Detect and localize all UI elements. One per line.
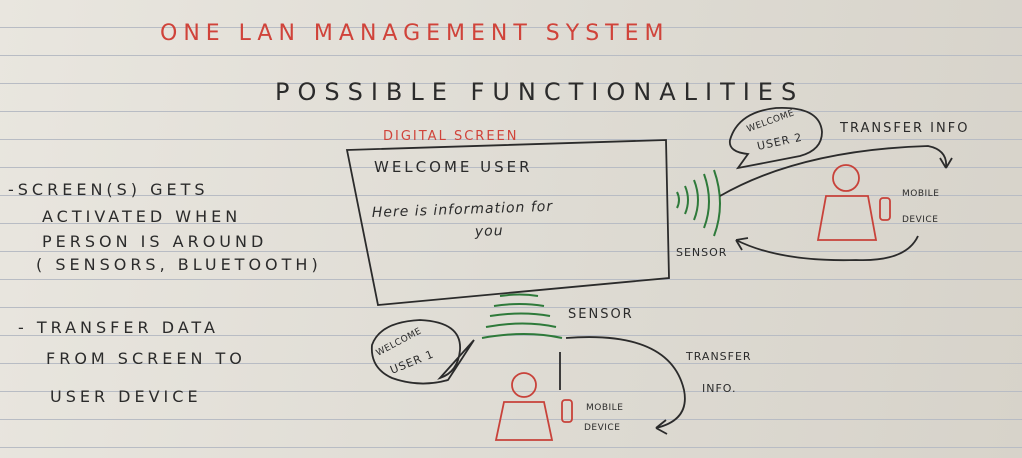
user-2-transfer-arrowhead-top (939, 157, 953, 169)
user-1-transfer-line-2: INFO. (702, 382, 737, 395)
user-2-transfer-arrow (719, 145, 948, 197)
diagram-subtitle: POSSIBLE FUNCTIONALITIES (275, 78, 804, 106)
functionality-1-line-1: -SCREEN(S) GETS (8, 180, 209, 199)
user-1-bubble-line-2: USER 1 (388, 347, 436, 376)
user-1-body (494, 401, 554, 441)
user-2-bubble-line-1: WELCOME (746, 108, 796, 134)
bottom-sensor-waves (481, 293, 563, 339)
user-2-device-line-1: MOBILE (902, 189, 939, 199)
user-2-group: WELCOME USER 2 TRANSFER INFO MOBILE DEVI… (719, 107, 969, 262)
diagram-title: ONE LAN MANAGEMENT SYSTEM (160, 21, 670, 46)
user-1-transfer-line-1: TRANSFER (685, 350, 752, 363)
right-sensor-waves (676, 169, 721, 237)
functionality-list: -SCREEN(S) GETS ACTIVATED WHEN PERSON IS… (8, 180, 322, 406)
digital-screen-frame (345, 139, 670, 306)
user-1-speech-bubble (370, 319, 475, 385)
user-2-return-arrow (735, 235, 919, 262)
functionality-1-line-2: ACTIVATED WHEN (42, 207, 241, 226)
user-2-head (832, 164, 860, 192)
functionality-2-line-2: FROM SCREEN TO (46, 349, 246, 368)
functionality-2-line-1: - TRANSFER DATA (18, 318, 219, 337)
screen-info-line-2: you (474, 223, 504, 240)
user-1-transfer-arrowhead (655, 419, 668, 435)
user-2-device-line-2: DEVICE (902, 215, 938, 225)
user-1-head (511, 372, 537, 398)
functionality-2-line-3: USER DEVICE (50, 387, 202, 406)
user-2-transfer-label: TRANSFER INFO (839, 121, 969, 136)
digital-screen-caption: DIGITAL SCREEN (383, 129, 518, 144)
user-2-return-arrowhead (735, 237, 749, 251)
screen-welcome-text: WELCOME USER (374, 158, 533, 176)
screen-info-line-1: Here is information for (372, 199, 554, 221)
user-1-mobile-icon (561, 399, 573, 423)
functionality-1-line-4: ( SENSORS, BLUETOOTH) (36, 255, 322, 274)
functionality-1-line-3: PERSON IS AROUND (42, 232, 267, 251)
user-2-speech-bubble (728, 107, 823, 170)
user-2-bubble-line-2: USER 2 (756, 131, 804, 153)
user-1-device-line-2: DEVICE (584, 423, 620, 433)
user-1-transfer-arrow (565, 336, 686, 429)
right-sensor-label: SENSOR (676, 246, 727, 259)
bottom-sensor-label: SENSOR (568, 307, 634, 322)
user-1-device-line-1: MOBILE (586, 403, 623, 413)
user-2-body (816, 195, 878, 241)
user-2-mobile-icon (879, 197, 891, 221)
